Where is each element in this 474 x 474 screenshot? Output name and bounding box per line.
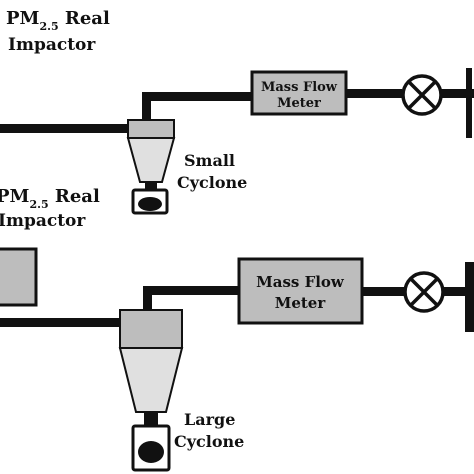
- top-pump-edge: [466, 68, 472, 138]
- valve-icon: [403, 271, 445, 313]
- bottom-riser-pipe: [143, 286, 152, 312]
- top-riser-pipe: [142, 92, 151, 122]
- top-meter-label-line2: Meter: [277, 96, 321, 111]
- bottom-system: PM2.5 Real Impactor Mass Flow Meter: [0, 186, 474, 472]
- large-cyclone: [118, 309, 184, 472]
- top-meter-outlet-pipe: [346, 89, 402, 98]
- bottom-meter-inlet-pipe: [143, 286, 239, 295]
- bottom-meter-label-line1: Mass Flow: [256, 273, 345, 291]
- bottom-inlet-pipe: [0, 318, 120, 327]
- top-inlet-pipe: [0, 124, 132, 133]
- top-mass-flow-meter: Mass Flow Meter: [250, 70, 348, 116]
- bottom-impactor-label-line2: Impactor: [0, 211, 86, 231]
- bottom-impactor-box: [0, 247, 38, 307]
- top-impactor-label-line2: Impactor: [8, 35, 96, 55]
- small-cyclone-label-line2: Cyclone: [177, 173, 247, 192]
- sample-cup-icon: [131, 188, 169, 215]
- bottom-meter-label-line2: Meter: [275, 294, 327, 312]
- sample-cup-icon: [131, 424, 171, 472]
- bottom-impactor-label: PM2.5 Real: [0, 186, 100, 211]
- large-cyclone-label-line1: Large: [184, 410, 235, 429]
- bottom-pump-edge: [465, 262, 474, 332]
- large-cyclone-label-line2: Cyclone: [174, 432, 244, 451]
- top-meter-inlet-pipe: [142, 92, 252, 101]
- valve-icon: [401, 74, 443, 116]
- top-meter-label-line1: Mass Flow: [261, 80, 338, 95]
- bottom-mass-flow-meter: Mass Flow Meter: [237, 257, 364, 325]
- bottom-meter-outlet-pipe: [362, 287, 404, 296]
- small-cyclone: [126, 119, 176, 215]
- top-system: PM2.5 Real Impactor Mass Flow Meter: [0, 8, 474, 215]
- top-impactor-label: PM2.5 Real: [6, 8, 110, 33]
- bottom-valve-outlet-pipe: [443, 287, 474, 296]
- top-valve-outlet-pipe: [441, 89, 474, 98]
- small-cyclone-label-line1: Small: [184, 151, 235, 170]
